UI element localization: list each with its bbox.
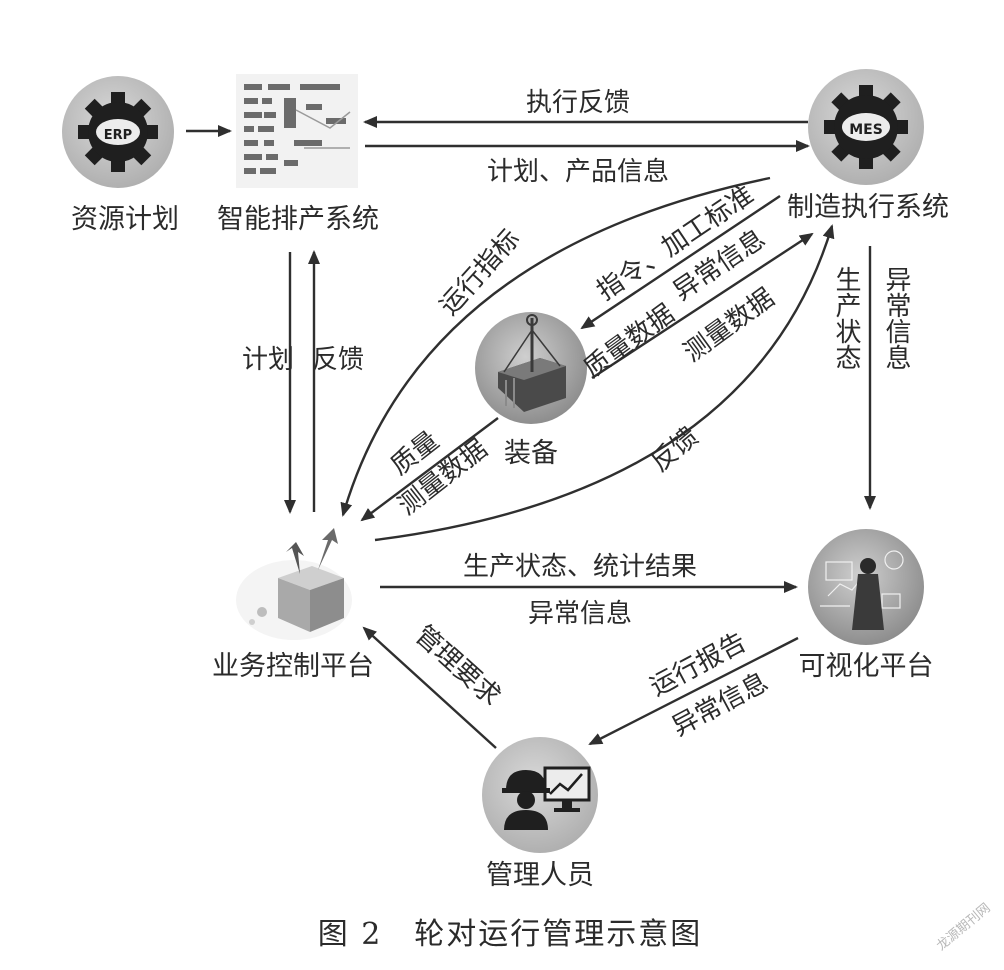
worker-monitor-icon (502, 766, 591, 830)
edge-quality-measure (591, 232, 814, 380)
aps-node: 智能排产系统 (217, 74, 379, 235)
label-feedback-up: 反馈 (312, 345, 364, 375)
aps-label: 智能排产系统 (217, 204, 379, 235)
business-node: 业务控制平台 (212, 528, 374, 682)
aps-thumbnail (236, 74, 358, 188)
mes-badge: MES (849, 122, 883, 138)
label-status-stats: 生产状态、统计结果 (463, 552, 697, 582)
edge-run-index (340, 176, 771, 517)
business-label: 业务控制平台 (212, 651, 374, 682)
equipment-label: 装备 (504, 438, 558, 469)
erp-node: ERP 资源计划 (62, 76, 179, 235)
erp-badge: ERP (104, 128, 132, 143)
label-mgmt-req: 管理要求 (409, 620, 506, 712)
mes-label: 制造执行系统 (787, 192, 949, 223)
visual-label: 可视化平台 (799, 651, 934, 682)
label-abnormal-info-2: 异常信息 (528, 599, 632, 629)
visual-node: 可视化平台 (799, 529, 934, 682)
edge-equip-business (360, 417, 499, 522)
label-quality-data: 质量数据 (578, 299, 680, 384)
schedule-chart-icon (244, 84, 346, 174)
manager-node: 管理人员 (482, 737, 598, 891)
watermark: 龙源期刊网 (934, 901, 993, 954)
edge-visual-manager (588, 636, 799, 746)
label-plan: 计划 (242, 345, 294, 375)
label-prod-status-v: 生产状态 (831, 266, 861, 370)
equipment-node: 装备 (475, 312, 587, 469)
box-arrows-icon (249, 528, 344, 632)
edge-feedback-curve (374, 224, 835, 542)
equipment-icon (498, 314, 566, 412)
erp-label: 资源计划 (71, 204, 179, 235)
label-feedback-curve: 反馈 (645, 422, 704, 478)
figure-caption: 图 2 轮对运行管理示意图 (318, 917, 703, 952)
gear-icon (78, 92, 158, 172)
label-plan-product-info: 计划、产品信息 (487, 157, 669, 187)
mes-node: MES 制造执行系统 (787, 69, 949, 223)
label-exec-feedback: 执行反馈 (526, 88, 630, 118)
dashboard-person-icon (820, 550, 904, 630)
edge-mgmt-req (362, 626, 497, 749)
label-run-index: 运行指标 (434, 224, 526, 321)
manager-label: 管理人员 (486, 860, 594, 891)
label-abnormal-info-v: 异常信息 (881, 266, 911, 370)
edge-cmd-std (580, 195, 781, 330)
